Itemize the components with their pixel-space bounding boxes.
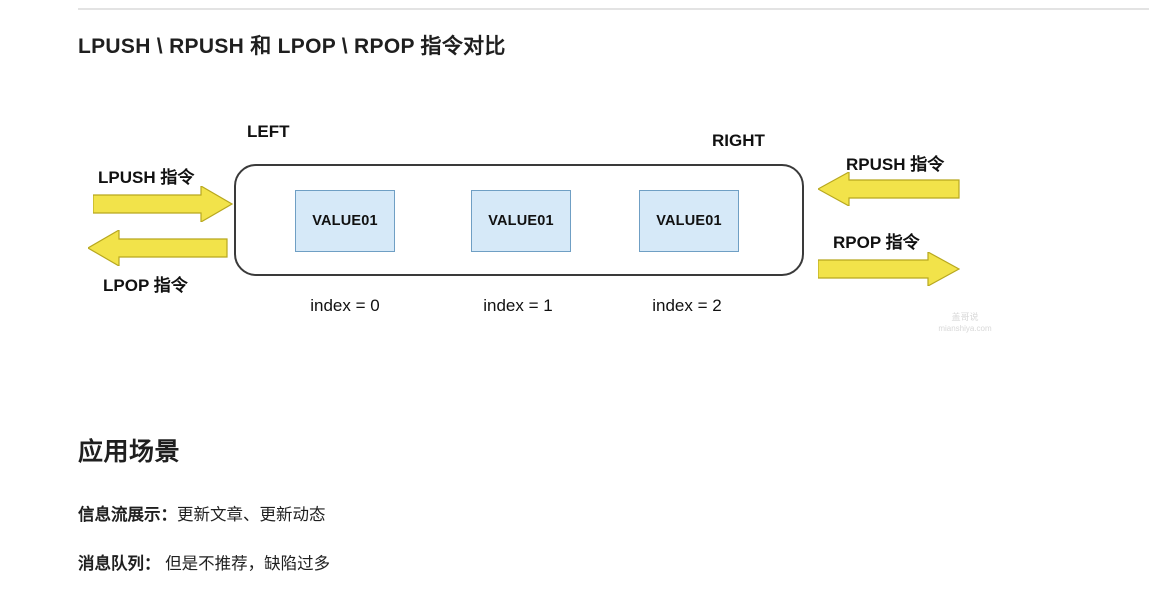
watermark-line-1: 盖哥说 (951, 312, 979, 322)
rpop-arrow-icon (818, 252, 960, 286)
right-end-label: RIGHT (712, 131, 765, 150)
lpop-label: LPOP 指令 (103, 276, 188, 295)
page-title: LPUSH \ RPUSH 和 LPOP \ RPOP 指令对比 (78, 35, 506, 58)
content-item: 信息流展示：更新文章、更新动态 (78, 501, 326, 525)
redis-list-diagram: LEFT RIGHT VALUE01 VALUE01 VALUE01 index… (0, 100, 1149, 360)
left-end-label: LEFT (247, 122, 290, 141)
content-item-term: 信息流展示： (78, 506, 177, 524)
rpush-arrow-icon (818, 172, 960, 206)
content-item-desc: 更新文章、更新动态 (177, 506, 326, 524)
lpush-arrow-icon (93, 186, 233, 222)
list-item: VALUE01 (295, 190, 395, 252)
content-item-term: 消息队列： (78, 555, 161, 573)
watermark: 盖哥说 mianshiya.com (930, 312, 1000, 334)
list-item: VALUE01 (471, 190, 571, 252)
index-label: index = 2 (652, 296, 722, 315)
content-item-desc: 但是不推荐，缺陷过多 (160, 555, 331, 573)
lpush-label: LPUSH 指令 (98, 168, 195, 187)
content-item: 消息队列： 但是不推荐，缺陷过多 (78, 550, 330, 574)
rpop-label: RPOP 指令 (833, 233, 920, 252)
lpop-arrow-icon (88, 230, 228, 266)
top-divider (78, 8, 1149, 10)
index-label: index = 0 (310, 296, 380, 315)
section-title: 应用场景 (78, 438, 181, 466)
rpush-label: RPUSH 指令 (846, 155, 945, 174)
index-label: index = 1 (483, 296, 553, 315)
list-item: VALUE01 (639, 190, 739, 252)
watermark-line-2: mianshiya.com (938, 324, 992, 333)
